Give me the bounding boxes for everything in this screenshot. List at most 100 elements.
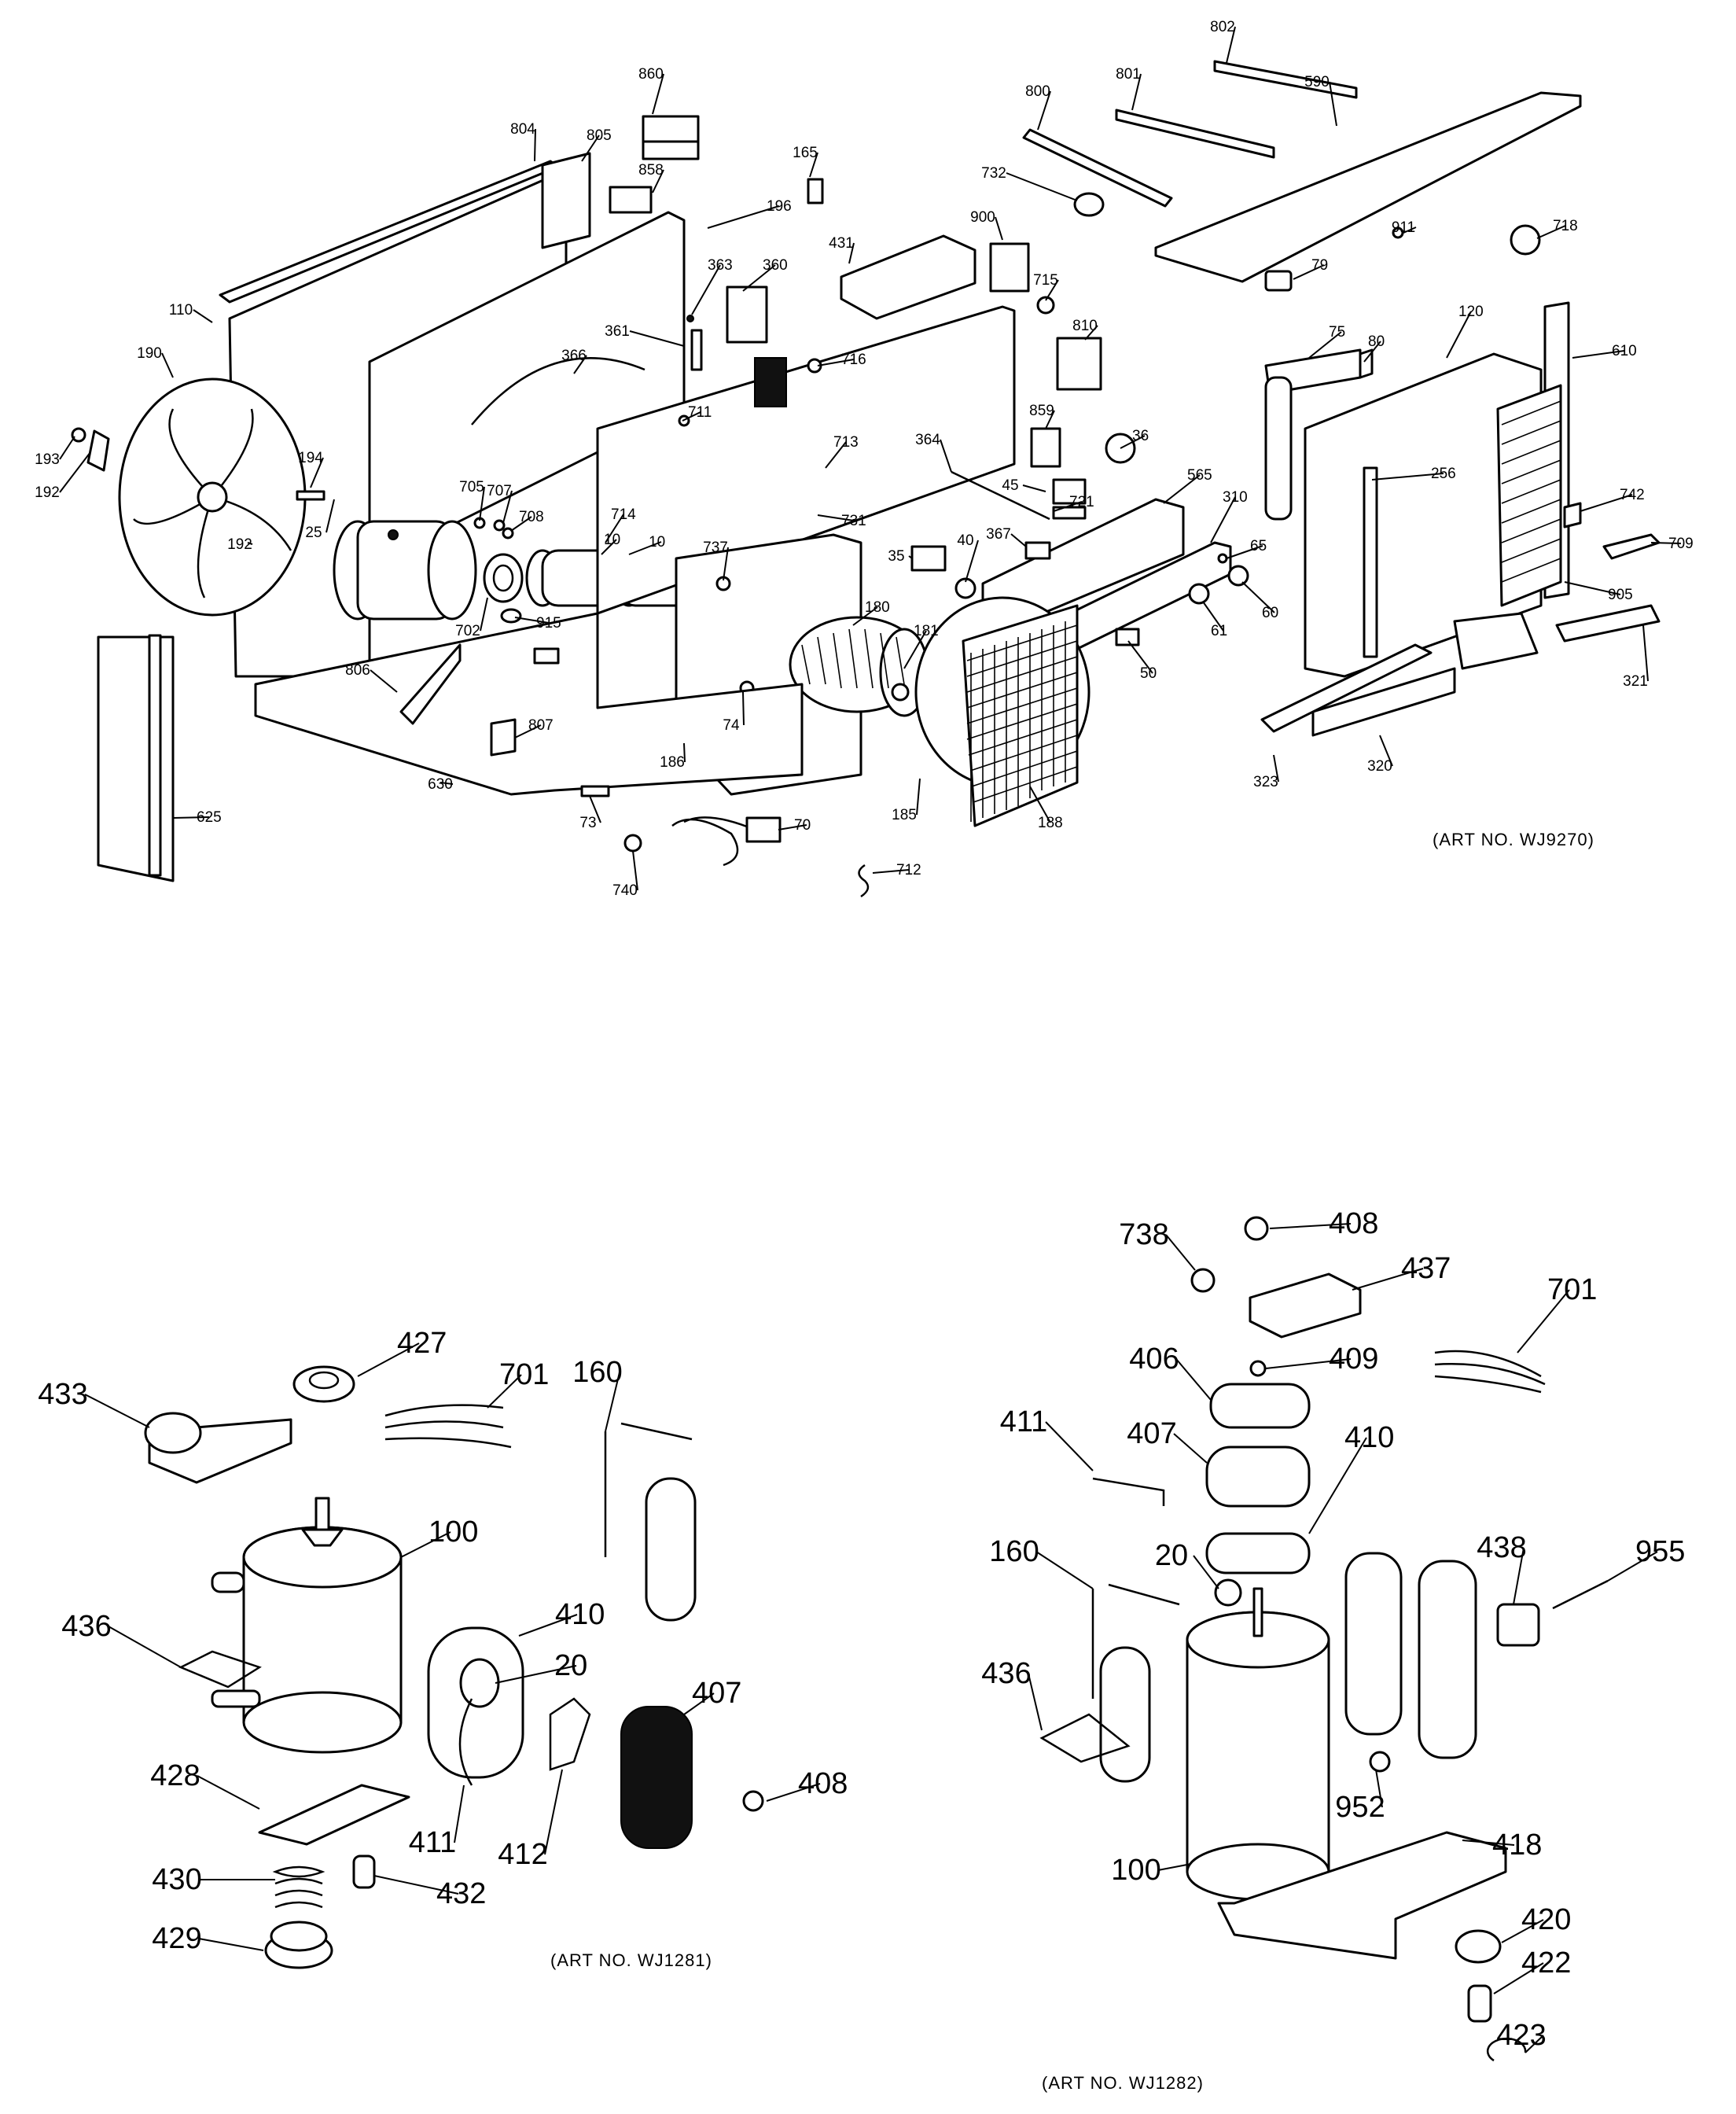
diagram-a-leader-737-27 — [723, 547, 729, 581]
diagram-a-leader-707-18 — [502, 490, 513, 524]
diagram-a-label-310: 310 — [1223, 489, 1248, 506]
part-320-rail-end — [1453, 612, 1539, 670]
diagram-a-label-80: 80 — [1368, 333, 1385, 350]
diagram-a-label-180: 180 — [865, 599, 890, 616]
part-801-strip — [1115, 109, 1275, 159]
diagram-c-leader-952-14 — [1375, 1769, 1383, 1808]
part-20-overload — [459, 1658, 500, 1708]
part-859-switch — [1030, 427, 1061, 468]
part-79-bracket — [1264, 270, 1293, 292]
diagram-a-leader-711-46 — [682, 411, 701, 422]
part-160-tube — [604, 1422, 693, 1557]
diagram-a-leaders — [59, 26, 1682, 891]
diagram-a-leader-120-72 — [1446, 311, 1472, 359]
part-165-small — [807, 178, 824, 204]
diagram-c-leader-408-1 — [1269, 1223, 1352, 1229]
diagram-a-leader-310-57 — [1210, 496, 1236, 543]
diagram-a-leader-740-36 — [632, 850, 638, 891]
diagram-a-label-50: 50 — [1140, 665, 1157, 682]
diagram-a-leader-363-6 — [691, 264, 721, 315]
part-160-tube-c — [1091, 1583, 1180, 1699]
part-701-wire-harness-c — [1434, 1350, 1546, 1394]
diagram-a-leader-188-39 — [1029, 786, 1051, 823]
diagram-b-label-20: 20 — [554, 1649, 587, 1682]
art-number-b: (ART NO. WJ1281) — [550, 1950, 712, 1970]
diagram-a-leader-712-40 — [872, 869, 910, 874]
diagram-c-label-410: 410 — [1344, 1421, 1394, 1454]
diagram-a-label-321: 321 — [1623, 673, 1648, 690]
part-160-drier — [645, 1477, 697, 1622]
diagram-a-leader-714-22 — [605, 514, 624, 543]
diagram-a-label-711: 711 — [688, 404, 712, 421]
part-590-top-panel — [1154, 91, 1582, 283]
part-190-condenser-fan — [118, 378, 307, 617]
diagram-a-leader-364-50 — [940, 439, 952, 473]
diagram-a-leader-807-33 — [514, 724, 542, 738]
part-712-wire — [858, 864, 870, 898]
diagram-a-label-431: 431 — [829, 235, 854, 252]
part-431-box — [840, 234, 977, 320]
diagram-a-leader-180-28 — [852, 606, 878, 626]
diagram-c-leader-406-4 — [1175, 1358, 1212, 1401]
diagram-a-label-802: 802 — [1210, 19, 1235, 35]
diagram-a-label-60: 60 — [1262, 605, 1278, 621]
diagram-a-label-860: 860 — [638, 66, 664, 83]
diagram-a-leader-705-17 — [479, 486, 485, 521]
diagram-c-label-423: 423 — [1496, 2019, 1546, 2052]
diagram-a-label-800: 800 — [1025, 83, 1050, 100]
part-420-grommet — [1455, 1929, 1502, 1964]
part-70-plug — [745, 816, 782, 843]
diagram-a-label-165: 165 — [793, 145, 818, 161]
diagram-b-leader-412-12 — [544, 1769, 563, 1855]
diagram-a-leader-321-78 — [1642, 624, 1649, 682]
diagram-a-leader-731-26 — [817, 514, 855, 521]
diagram-a-leader-858-3 — [652, 169, 664, 193]
diagram-a-leader-61-60 — [1202, 601, 1224, 632]
part-702-ring — [483, 553, 524, 603]
diagram-c-label-418: 418 — [1492, 1829, 1542, 1862]
diagram-a-leader-801-63 — [1131, 73, 1142, 111]
diagram-b-leader-428-10 — [197, 1775, 260, 1810]
diagram-a-label-192: 192 — [227, 536, 252, 553]
diagram-a-label-707: 707 — [487, 483, 512, 499]
diagram-a-leader-802-62 — [1226, 26, 1236, 64]
art-number-a: (ART NO. WJ9270) — [1433, 830, 1594, 849]
diagram-a-label-360: 360 — [763, 257, 788, 274]
part-188-screen — [962, 604, 1079, 827]
diagram-a-label-810: 810 — [1072, 318, 1098, 334]
diagram-a-label-805: 805 — [587, 127, 612, 144]
diagram-c-label-409: 409 — [1329, 1342, 1378, 1376]
diagram-a-leader-630-34 — [440, 782, 454, 785]
part-323-rail — [1260, 643, 1433, 733]
part-256-strip — [1363, 466, 1378, 658]
part-432-spring — [352, 1854, 376, 1889]
part-407-overload-cover — [620, 1706, 693, 1849]
diagram-a-label-40: 40 — [957, 532, 973, 549]
diagram-b-leader-701-2 — [487, 1374, 522, 1409]
diagram-b-label-410: 410 — [555, 1598, 605, 1631]
diagram-a-label-702: 702 — [455, 623, 480, 639]
part-707-washer — [493, 519, 506, 532]
part-coil-tube-right — [1418, 1560, 1477, 1759]
diagram-a-leader-718-68 — [1536, 225, 1566, 239]
diagram-b-leader-427-1 — [357, 1342, 420, 1377]
diagram-a-leader-702-20 — [480, 597, 488, 632]
part-807-bracket — [490, 718, 517, 757]
diagram-a-label-731: 731 — [841, 513, 866, 529]
diagram-c-leader-160-9 — [1035, 1551, 1094, 1589]
diagram-c-leader-438-11 — [1513, 1547, 1525, 1605]
diagram-a-label-256: 256 — [1431, 466, 1456, 482]
diagram-b-leader-100-4 — [400, 1531, 451, 1558]
diagram-a-label-915: 915 — [536, 615, 561, 632]
diagram-c-label-20: 20 — [1155, 1539, 1188, 1572]
diagram-a-chassis — [71, 60, 1661, 898]
diagram-a-label-801: 801 — [1116, 66, 1141, 83]
diagram-a-label-186: 186 — [660, 754, 685, 771]
part-740-grommet — [623, 834, 642, 853]
part-715-knob — [1036, 296, 1055, 315]
diagram-a-label-905: 905 — [1608, 587, 1633, 603]
diagram-a-label-35: 35 — [888, 548, 904, 565]
part-100-compressor-c — [1186, 1587, 1330, 1901]
diagram-a-leader-565-56 — [1163, 474, 1201, 504]
